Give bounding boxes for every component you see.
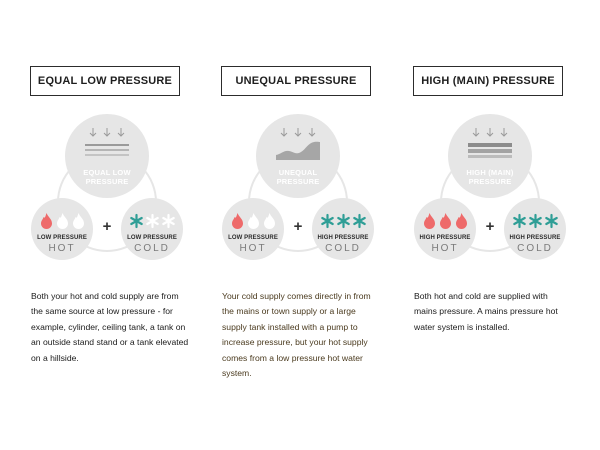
description: Both hot and cold are supplied with main…	[414, 291, 558, 332]
cold-pressure-label: LOW PRESSURE	[127, 235, 177, 241]
hot-pressure-label: LOW PRESSURE	[37, 235, 87, 241]
snowflake-icons	[504, 212, 566, 230]
column-title: UNEQUAL PRESSURE	[221, 66, 371, 96]
snowflake-icon	[336, 213, 350, 229]
supply-circle: EQUAL LOW PRESSURE	[65, 114, 149, 198]
flame-icon	[40, 213, 52, 229]
snowflake-icon	[544, 213, 558, 229]
pressure-wave	[276, 141, 320, 160]
column-unequal-pressure: UNEQUAL PRESSURE UNEQUAL PRESSURE	[218, 0, 378, 450]
column-title: HIGH (MAIN) PRESSURE	[413, 66, 563, 96]
flame-icon	[247, 213, 259, 229]
snowflake-icon	[129, 213, 143, 229]
diagram-label: HIGH (MAIN) PRESSURE	[466, 168, 514, 186]
flame-icons	[222, 212, 284, 230]
flame-icon	[263, 213, 275, 229]
snowflake-icon	[528, 213, 542, 229]
hot-pressure-label: LOW PRESSURE	[228, 235, 278, 241]
snowflake-icons	[312, 212, 374, 230]
snowflake-icon	[352, 213, 366, 229]
cold-label: COLD	[517, 243, 553, 254]
pipe-line	[85, 144, 129, 146]
hot-label: HOT	[239, 243, 267, 254]
snowflake-icon	[512, 213, 526, 229]
hot-label: HOT	[431, 243, 459, 254]
snowflake-icon	[161, 213, 175, 229]
flame-icon	[423, 213, 435, 229]
down-arrow-icon	[472, 128, 508, 137]
cold-pressure-label: HIGH PRESSURE	[509, 235, 561, 241]
diagram-label: UNEQUAL PRESSURE	[276, 168, 320, 186]
plus-sign: +	[102, 218, 112, 235]
column-high-main-pressure: HIGH (MAIN) PRESSURE HIGH (MAIN) PRESSUR…	[410, 0, 570, 450]
down-arrow-icon	[280, 128, 316, 137]
pipe-line	[468, 149, 512, 153]
hot-circle: HIGH PRESSURE HOT	[414, 198, 476, 260]
pipe-line	[85, 149, 129, 151]
pipe-line	[468, 143, 512, 147]
plus-sign: +	[293, 218, 303, 235]
pipe-line	[85, 154, 129, 156]
description: Both your hot and cold supply are from t…	[31, 291, 189, 363]
description: Your cold supply comes directly in from …	[222, 291, 371, 379]
supply-circle: HIGH (MAIN) PRESSURE	[448, 114, 532, 198]
snowflake-icon	[320, 213, 334, 229]
hot-pressure-label: HIGH PRESSURE	[419, 235, 471, 241]
cold-circle: HIGH PRESSURE COLD	[312, 198, 374, 260]
cold-label: COLD	[325, 243, 361, 254]
pipe-line	[468, 155, 512, 158]
flame-icons	[31, 212, 93, 230]
diagram-label: EQUAL LOW PRESSURE	[83, 168, 131, 186]
flame-icon	[56, 213, 68, 229]
column-equal-low-pressure: EQUAL LOW PRESSURE EQUAL LOW PRESSURE	[27, 0, 189, 450]
snowflake-icons	[121, 212, 183, 230]
column-title: EQUAL LOW PRESSURE	[30, 66, 180, 96]
pressure-diagram: EQUAL LOW PRESSURE LOW PRESSURE HOT +	[27, 114, 187, 274]
cold-circle: HIGH PRESSURE COLD	[504, 198, 566, 260]
flame-icon	[72, 213, 84, 229]
down-arrow-icon	[89, 128, 125, 137]
snowflake-icon	[145, 213, 159, 229]
cold-circle: LOW PRESSURE COLD	[121, 198, 183, 260]
flame-icon	[231, 213, 243, 229]
cold-label: COLD	[134, 243, 170, 254]
flame-icons	[414, 212, 476, 230]
hot-label: HOT	[48, 243, 76, 254]
hot-circle: LOW PRESSURE HOT	[222, 198, 284, 260]
flame-icon	[439, 213, 451, 229]
pressure-diagram: HIGH (MAIN) PRESSURE HIGH PRESSURE HOT +	[410, 114, 570, 274]
plus-sign: +	[485, 218, 495, 235]
supply-circle: UNEQUAL PRESSURE	[256, 114, 340, 198]
hot-circle: LOW PRESSURE HOT	[31, 198, 93, 260]
cold-pressure-label: HIGH PRESSURE	[317, 235, 369, 241]
pressure-diagram: UNEQUAL PRESSURE LOW PRESSURE HOT +	[218, 114, 378, 274]
flame-icon	[455, 213, 467, 229]
